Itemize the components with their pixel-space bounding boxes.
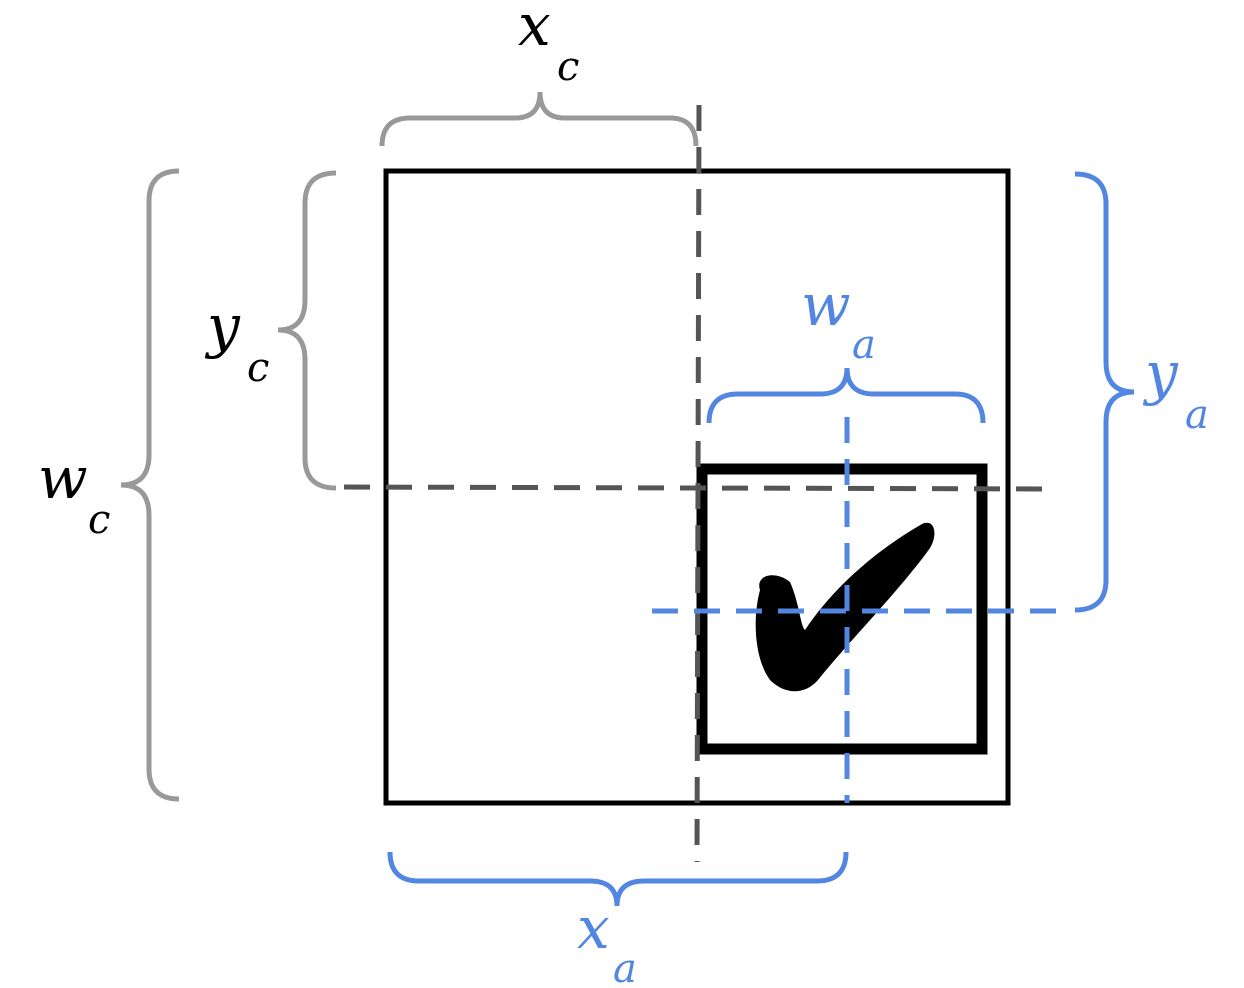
ya-label: y a <box>1142 339 1209 438</box>
xc-label-sub: c <box>557 44 579 90</box>
context-center-horizontal-dashed-line <box>343 484 1053 492</box>
xc-label-main: x <box>518 0 551 59</box>
yc-label-sub: c <box>247 345 269 391</box>
xa-brace <box>387 851 849 907</box>
wc-label: w c <box>38 444 110 543</box>
yc-label-main: y <box>204 292 241 360</box>
wa-brace <box>706 367 986 424</box>
wa-label-main: w <box>801 271 851 339</box>
wc-label-sub: c <box>88 497 110 543</box>
xa-label-sub: a <box>613 946 637 988</box>
ya-label-sub: a <box>1185 392 1209 438</box>
xc-label: x c <box>518 0 579 90</box>
wc-label-main: w <box>38 444 88 512</box>
ya-label-main: y <box>1142 339 1179 407</box>
wc-brace <box>120 168 180 802</box>
wa-label-sub: a <box>852 322 876 368</box>
xc-brace <box>379 91 699 147</box>
xa-label-main: x <box>577 894 610 962</box>
xa-label: x a <box>577 894 637 988</box>
context-center-vertical-dashed-line <box>694 104 702 863</box>
yc-brace <box>277 170 337 491</box>
yc-label: y c <box>204 292 269 391</box>
wa-label: w a <box>801 271 876 368</box>
ya-brace <box>1074 171 1135 613</box>
